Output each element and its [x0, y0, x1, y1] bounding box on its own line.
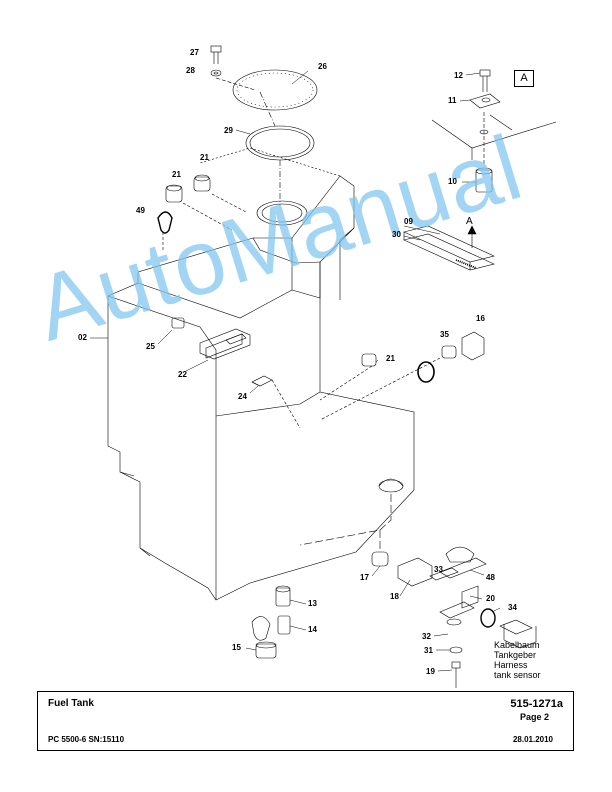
callout-26: 26 — [318, 62, 327, 71]
tank-sensor-cap — [299, 478, 404, 552]
section-arrow-label: A — [466, 216, 473, 227]
callout-34: 34 — [508, 603, 517, 612]
gasket — [245, 125, 315, 161]
callout-10: 10 — [448, 177, 457, 186]
callout-35: 35 — [440, 330, 449, 339]
callout-33: 33 — [434, 565, 443, 574]
callout-27: 27 — [190, 48, 199, 57]
callout-30: 30 — [392, 230, 401, 239]
callout-20: 20 — [486, 594, 495, 603]
callout-16: 16 — [476, 314, 485, 323]
bracket-assembly — [403, 225, 495, 271]
callout-21-upper: 21 — [200, 153, 209, 162]
callout-28: 28 — [186, 66, 195, 75]
document-title: Fuel Tank — [48, 698, 94, 709]
callout-13: 13 — [308, 599, 317, 608]
callout-12: 12 — [454, 71, 463, 80]
harness-note-line: Harness — [494, 660, 528, 670]
callout-21-right: 21 — [386, 354, 395, 363]
side-fittings — [171, 317, 251, 360]
drain-fittings — [251, 585, 291, 659]
document-date: 28.01.2010 — [512, 735, 553, 744]
callout-31: 31 — [424, 646, 433, 655]
callout-21-lower: 21 — [172, 170, 181, 179]
callout-17: 17 — [360, 573, 369, 582]
callout-18: 18 — [390, 592, 399, 601]
harness-note-line: Tankgeber — [494, 650, 537, 660]
view-a-label: A — [514, 70, 534, 87]
callout-14: 14 — [308, 625, 317, 634]
harness-note-line: Kabelbaum — [494, 640, 540, 650]
harness-note: Kabelbaum Tankgeber Harness tank sensor — [494, 640, 541, 680]
callout-22: 22 — [178, 370, 187, 379]
callout-25: 25 — [146, 342, 155, 351]
model-serial: PC 5500-6 SN:15110 — [48, 735, 125, 744]
filler-opening — [256, 91, 308, 226]
callout-48: 48 — [486, 573, 495, 582]
leader-lines — [90, 70, 501, 672]
title-block: Fuel Tank 515-1271a Page 2 PC 5500-6 SN:… — [37, 691, 574, 751]
callout-11: 11 — [448, 96, 457, 105]
sight-glass — [157, 211, 173, 250]
callout-32: 32 — [422, 632, 431, 641]
callout-02: 02 — [78, 333, 87, 342]
callout-49: 49 — [136, 206, 145, 215]
callout-19: 19 — [426, 667, 435, 676]
page-number: Page 2 — [519, 712, 549, 722]
harness-note-line: tank sensor — [494, 670, 541, 680]
callout-24: 24 — [238, 392, 247, 401]
top-plugs — [165, 174, 247, 231]
callout-09: 09 — [404, 217, 413, 226]
side-outlet-fittings — [319, 331, 485, 421]
detail-view-a — [431, 69, 557, 193]
callout-29: 29 — [224, 126, 233, 135]
breather-fitting — [251, 375, 301, 429]
cover-plate — [232, 69, 318, 111]
bolt-and-washer — [210, 45, 256, 91]
tank-body — [107, 147, 415, 601]
document-number: 515-1271a — [510, 698, 563, 710]
fuel-tank-exploded-drawing — [90, 45, 557, 688]
callout-15: 15 — [232, 643, 241, 652]
